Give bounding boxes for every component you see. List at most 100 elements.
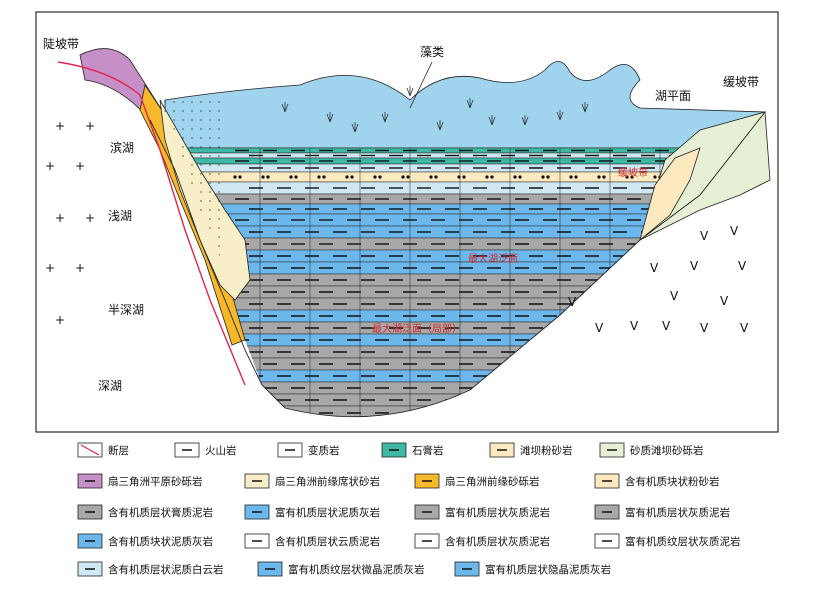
stratum-mark (266, 175, 270, 179)
algae-mark (488, 115, 496, 126)
legend-item: 含有机质块状泥质灰岩 (77, 533, 213, 549)
legend-label: 含有机质层状灰质泥岩 (445, 535, 550, 548)
legend-label: 滩坝粉砂岩 (520, 444, 573, 457)
legend-item: 富有机质层状泥质灰岩 (244, 504, 380, 520)
algae-mark (556, 110, 564, 121)
legend-label: 含有机质层状泥质白云岩 (108, 563, 224, 576)
lake-water (164, 61, 767, 149)
svg-text:V: V (690, 259, 699, 273)
legend-item: 富有机质纹层状微晶泥质灰岩 (257, 561, 425, 577)
stratum-mark (350, 175, 354, 179)
stratum-mark (518, 175, 522, 179)
stratum-mark (597, 175, 601, 179)
legend-item: 扇三角洲前缘砂砾岩 (414, 473, 540, 489)
algae-mark (351, 122, 359, 133)
legend-item: 变质岩 (277, 442, 340, 458)
label-shore-lake: 滨湖 (110, 140, 134, 155)
legend-item: 火山岩 (174, 442, 237, 458)
svg-text:+: + (45, 261, 55, 275)
legend-label: 富有机质层状隐晶泥质灰岩 (485, 563, 611, 576)
svg-text:+: + (55, 211, 65, 225)
legend-label: 砂质滩坝砂砾岩 (630, 444, 704, 457)
stratum-mark (434, 175, 438, 179)
stratum-mark (317, 175, 321, 179)
label-deep-lake: 深湖 (98, 378, 122, 393)
basin-outline (149, 111, 766, 418)
legend-label: 含有机质层状膏质泥岩 (108, 506, 213, 519)
algae-mark (406, 86, 414, 97)
legend-label: 含有机质块状粉砂岩 (625, 475, 720, 488)
legend-item: 断层 (77, 442, 129, 458)
red-label-0: 缓坡带 (618, 166, 648, 179)
legend-item: 富有机质层状灰质泥岩 (414, 504, 550, 520)
legend-label: 石膏岩 (412, 444, 444, 457)
stratum-mark (574, 175, 578, 179)
label-gentle-slope: 缓坡带 (723, 75, 759, 89)
fault-line (57, 61, 246, 386)
legend-item: 石膏岩 (381, 442, 444, 458)
svg-text:+: + (45, 159, 55, 173)
legend-label: 断层 (108, 444, 129, 457)
svg-text:+: + (85, 119, 95, 133)
label-algae: 藻类 (420, 45, 444, 59)
algae-mark (326, 112, 334, 123)
stratum-mark (546, 175, 550, 179)
stratum-mark (429, 175, 433, 179)
stratum-mark (569, 175, 573, 179)
svg-text:V: V (595, 321, 604, 335)
legend-item: 砂质滩坝砂砾岩 (599, 442, 704, 458)
legend-item: 含有机质层状云质泥岩 (244, 533, 380, 549)
svg-text:V: V (650, 261, 659, 275)
legend-item: 富有机质层状灰质泥岩 (594, 504, 730, 520)
legend-label: 富有机质纹层状灰质泥岩 (625, 535, 741, 548)
svg-text:V: V (720, 294, 729, 308)
svg-text:+: + (55, 119, 65, 133)
algae-mark (281, 102, 289, 113)
stratum-mark (485, 175, 489, 179)
stratum-mark (294, 175, 298, 179)
stratum-mark (625, 175, 629, 179)
legend-label: 扇三角洲前缘砂砾岩 (445, 475, 540, 488)
strata-layers (150, 147, 765, 417)
legend-label: 富有机质纹层状微晶泥质灰岩 (288, 563, 425, 576)
svg-text:V: V (740, 321, 749, 335)
legend-item: 富有机质层状隐晶泥质灰岩 (454, 561, 611, 577)
svg-text:+: + (85, 211, 95, 225)
svg-text:V: V (730, 224, 739, 238)
stratum-mark (490, 175, 494, 179)
svg-text:V: V (568, 295, 577, 309)
stratum-mark (322, 175, 326, 179)
stratum-mark (602, 175, 606, 179)
legend-label: 扇三角洲平原砂砾岩 (108, 475, 203, 488)
stratum-mark (541, 175, 545, 179)
legend-item: 滩坝粉砂岩 (489, 442, 573, 458)
legend-item: 扇三角洲平原砂砾岩 (77, 473, 203, 489)
algae-mark (521, 115, 529, 126)
basement-left: ++ ++ ++ ++ + (45, 119, 95, 327)
svg-text:V: V (738, 259, 747, 273)
stratum-mark (462, 175, 466, 179)
svg-text:V: V (630, 319, 639, 333)
legend-label: 含有机质层状云质泥岩 (275, 535, 380, 548)
legend-label: 富有机质层状灰质泥岩 (445, 506, 550, 519)
legend-item: 扇三角洲前缘席状砂岩 (244, 473, 380, 489)
stratum-mark (261, 175, 265, 179)
stratum-mark (378, 175, 382, 179)
stratum-mark (653, 175, 657, 179)
algae-mark (381, 112, 389, 123)
stratum-mark (345, 175, 349, 179)
svg-text:V: V (662, 319, 671, 333)
legend-label: 变质岩 (308, 444, 340, 457)
legend-label: 含有机质块状泥质灰岩 (108, 535, 213, 548)
stratum-mark (630, 175, 634, 179)
label-shallow-lake: 浅湖 (108, 208, 132, 223)
svg-text:V: V (700, 321, 709, 335)
legend-swatch-mark (80, 444, 100, 456)
stratum-mark (289, 175, 293, 179)
svg-text:+: + (75, 159, 85, 173)
legend-item: 富有机质纹层状灰质泥岩 (594, 533, 741, 549)
algae-mark (436, 120, 444, 131)
legend-label: 火山岩 (205, 444, 237, 457)
legend-item: 含有机质块状粉砂岩 (594, 473, 720, 489)
